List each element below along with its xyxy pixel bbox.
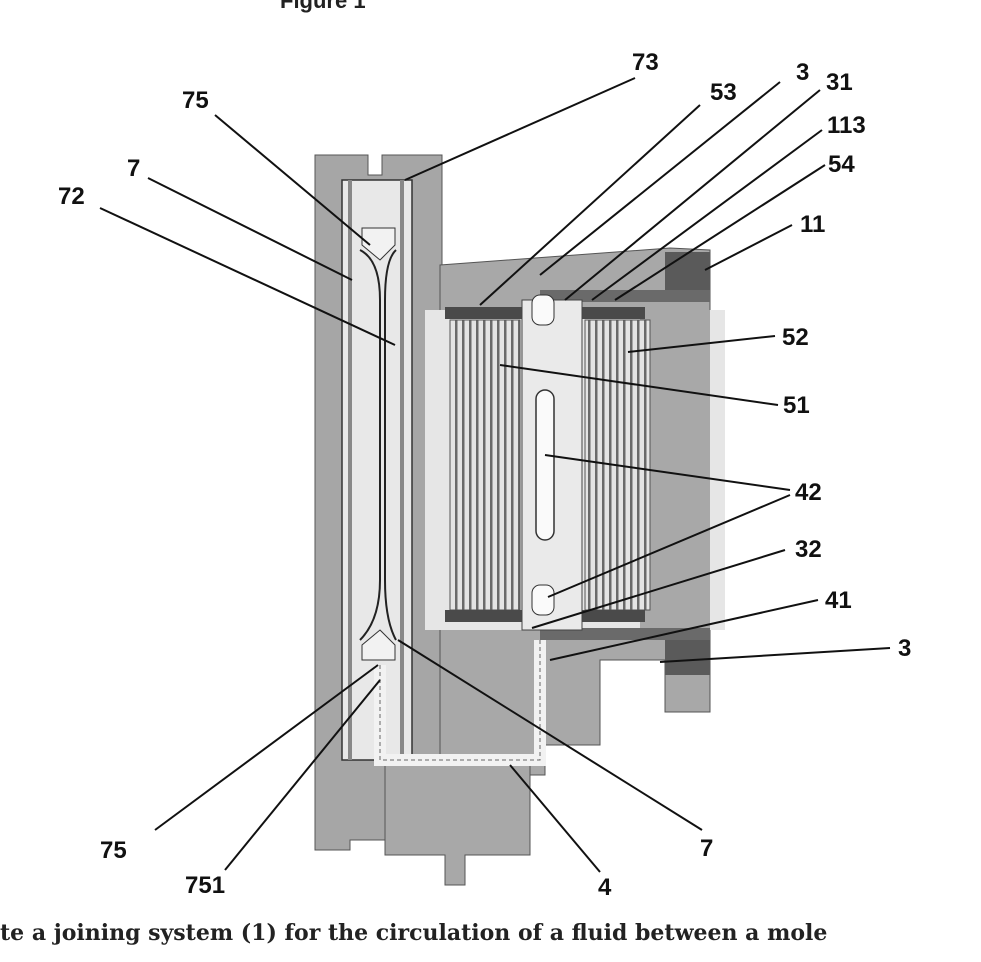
label-73: 73 [632, 49, 659, 76]
label-52: 52 [782, 324, 809, 351]
leader-73 [405, 78, 635, 180]
pin-bottom [532, 585, 554, 615]
pin-top [532, 295, 554, 325]
outlet-stub [385, 760, 530, 885]
label-42: 42 [795, 479, 822, 506]
tube-wall-left [348, 180, 352, 760]
label-113: 113 [827, 112, 866, 139]
label-72: 72 [58, 183, 85, 210]
label-7-top: 7 [127, 155, 140, 182]
slot-42 [536, 390, 554, 540]
label-7-bottom: 7 [700, 835, 713, 862]
label-75-top: 75 [182, 87, 209, 114]
label-11: 11 [800, 211, 825, 238]
leader-11 [705, 225, 792, 270]
label-751: 751 [185, 872, 225, 899]
label-75-bottom: 75 [100, 837, 127, 864]
label-31: 31 [826, 69, 853, 96]
filter-bundle-51 [450, 320, 520, 610]
label-53: 53 [710, 79, 737, 106]
label-3-top: 3 [796, 59, 809, 86]
label-41: 41 [825, 587, 852, 614]
figure-caption: te a joining system (1) for the circulat… [0, 920, 981, 946]
label-51: 51 [783, 392, 810, 419]
label-32: 32 [795, 536, 822, 563]
label-4: 4 [598, 874, 612, 901]
figure-title: Figure 1 [280, 0, 366, 14]
tube-wall-right [400, 180, 404, 760]
label-3-right: 3 [898, 635, 911, 662]
leader-3-top [540, 82, 780, 275]
label-54: 54 [828, 151, 855, 178]
bottom-ring-3 [665, 635, 710, 675]
